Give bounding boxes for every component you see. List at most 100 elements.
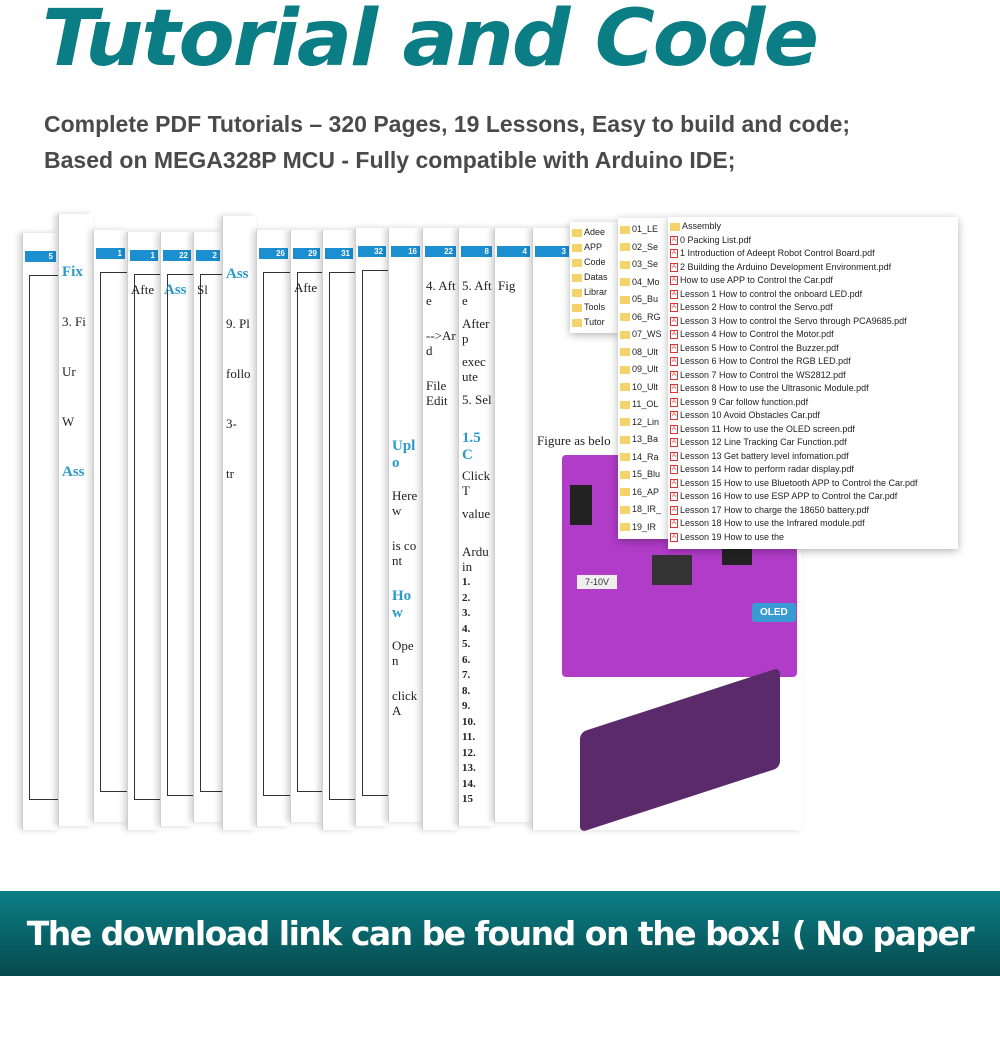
folder-item[interactable]: Tutor	[570, 315, 618, 330]
folder-item[interactable]: 05_Bu	[618, 291, 668, 309]
page-frame	[100, 272, 127, 792]
folder-item[interactable]: 19_IR	[618, 519, 668, 537]
page-number-tab: 22	[425, 246, 456, 257]
folder-item[interactable]: 13_Ba	[618, 431, 668, 449]
folder-item[interactable]: 11_OL	[618, 396, 668, 414]
folder-item[interactable]: Datas	[570, 270, 618, 285]
pdf-file-icon: A	[670, 289, 678, 299]
code-line-number: 14.	[462, 777, 476, 790]
item-label: 02_Se	[632, 241, 659, 252]
tutorial-page: 5	[22, 233, 58, 830]
item-label: Lesson 17 How to charge the 18650 batter…	[680, 504, 869, 515]
file-item[interactable]: Assembly	[668, 220, 958, 234]
folder-item[interactable]: 14_Ra	[618, 449, 668, 467]
folder-item[interactable]: 18_IR_	[618, 501, 668, 519]
code-line-number: 11.	[462, 731, 476, 743]
item-label: Lesson 9 Car follow function.pdf	[680, 396, 809, 407]
folder-item[interactable]: 01_LE	[618, 221, 668, 239]
page-text-snippet: Ass	[226, 266, 249, 282]
folder-icon	[572, 273, 582, 282]
folder-item[interactable]: Adee	[570, 225, 618, 240]
page-text-snippet: Click T	[462, 468, 491, 498]
folder-item[interactable]: 03_Se	[618, 256, 668, 274]
pdf-file-icon: A	[670, 532, 678, 542]
page-text-snippet: Ass	[62, 464, 85, 480]
folder-icon	[620, 243, 630, 252]
item-label: Lesson 18 How to use the Infrared module…	[680, 518, 865, 528]
folder-item[interactable]: 15_Blu	[618, 466, 668, 484]
folder-item[interactable]: 10_Ult	[618, 379, 668, 397]
folder-icon	[620, 383, 630, 392]
code-line-number: 4.	[462, 622, 471, 635]
folder-item[interactable]: 02_Se	[618, 239, 668, 257]
pdf-file-icon: A	[670, 411, 678, 421]
page-text-snippet: execute	[462, 354, 486, 384]
page-number-tab: 1	[96, 248, 125, 259]
folder-item[interactable]: Code	[570, 255, 618, 270]
page-text-snippet: Fig	[498, 278, 516, 293]
page-number-tab: 8	[461, 246, 492, 257]
item-label: 09_Ult	[632, 364, 659, 374]
folder-item[interactable]: Tools	[570, 300, 618, 315]
subtitle-line-1: Complete PDF Tutorials – 320 Pages, 19 L…	[44, 111, 851, 137]
item-label: 12_Lin	[632, 416, 660, 427]
item-label: 06_RG	[632, 311, 661, 322]
folder-item[interactable]: 06_RG	[618, 309, 668, 327]
folder-item[interactable]: APP	[570, 240, 618, 255]
folder-item[interactable]: 16_AP	[618, 484, 668, 502]
page-text-snippet: Ass	[164, 282, 187, 298]
folder-item[interactable]: 07_WS	[618, 326, 668, 344]
page-text-snippet: Open	[392, 638, 414, 668]
folder-icon	[620, 330, 630, 339]
folder-item[interactable]: 12_Lin	[618, 414, 668, 432]
page-text-snippet: 3-	[226, 416, 237, 431]
code-line-number: 12.	[462, 746, 476, 759]
subtitle-line-2: Based on MEGA328P MCU - Fully compatible…	[44, 147, 736, 173]
folder-item[interactable]: 09_Ult	[618, 361, 668, 379]
item-label: Lesson 1 How to control the onboard LED.…	[680, 288, 863, 299]
folder-icon	[572, 318, 582, 327]
code-line-number: 5.	[462, 638, 471, 650]
folder-icon	[620, 278, 630, 287]
folder-item[interactable]: Librar	[570, 285, 618, 300]
page-text-snippet: Afte	[294, 280, 318, 295]
page-text-snippet: Fix	[62, 264, 83, 280]
item-label: 0 Packing List.pdf	[680, 234, 752, 245]
page-text-snippet: 1.5 C	[462, 430, 481, 463]
folder-item[interactable]: 08_Ult	[618, 344, 668, 362]
item-label: 04_Mo	[632, 276, 660, 287]
page-text-snippet: How	[392, 588, 412, 621]
item-label: Tools	[584, 301, 606, 312]
code-line-number: 8.	[462, 684, 471, 697]
item-label: Assembly	[682, 221, 722, 231]
item-label: 08_Ult	[632, 346, 659, 357]
pdf-file-icon: A	[670, 424, 678, 434]
folder-item[interactable]: 04_Mo	[618, 274, 668, 292]
page-text-snippet: 5. Sel	[462, 392, 492, 407]
